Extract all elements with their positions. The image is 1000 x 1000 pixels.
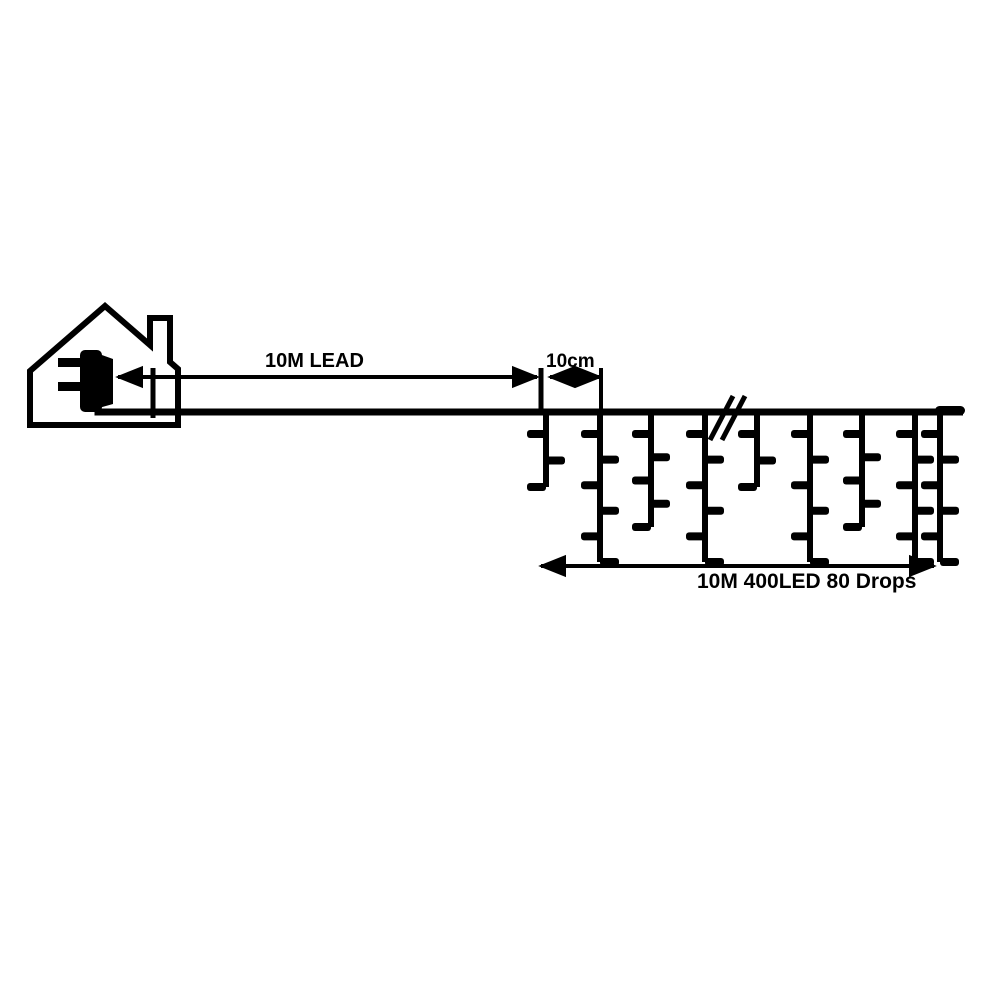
led-bulb xyxy=(810,506,829,515)
lead-dimension: 10M LEAD xyxy=(115,350,540,389)
led-bulb xyxy=(862,499,881,508)
led-bulb xyxy=(921,532,940,541)
led-bulb xyxy=(686,430,705,438)
led-bulb xyxy=(921,430,940,438)
drop-gap-dimension: 10cm xyxy=(546,351,603,389)
led-bulb xyxy=(862,453,881,462)
led-bulb xyxy=(940,455,959,464)
led-drops-group xyxy=(527,412,959,566)
led-bulb xyxy=(738,430,757,438)
led-bulb xyxy=(757,456,776,465)
led-drop xyxy=(686,412,724,566)
led-bulb xyxy=(600,506,619,515)
main-cable xyxy=(94,404,965,416)
led-bulb xyxy=(738,483,757,491)
led-bulb xyxy=(896,430,915,438)
span-dimension: 10M 400LED 80 Drops xyxy=(538,554,937,593)
led-bulb xyxy=(581,430,600,438)
wire-break-symbol xyxy=(707,394,748,442)
led-bulb xyxy=(915,455,934,464)
led-bulb xyxy=(791,481,810,490)
led-bulb xyxy=(921,481,940,490)
led-bulb xyxy=(915,506,934,515)
led-bulb xyxy=(632,523,651,531)
led-drop xyxy=(738,412,776,491)
led-bulb xyxy=(810,455,829,464)
led-bulb xyxy=(843,430,862,438)
led-bulb xyxy=(705,506,724,515)
led-bulb xyxy=(843,523,862,531)
led-drop xyxy=(843,412,881,531)
house-outline-icon xyxy=(27,302,181,428)
lead-dimension-label: 10M LEAD xyxy=(265,350,364,372)
span-dimension-label: 10M 400LED 80 Drops xyxy=(697,570,916,593)
led-bulb xyxy=(843,476,862,485)
led-drop xyxy=(921,412,959,566)
led-bulb xyxy=(686,532,705,541)
led-drop xyxy=(527,412,565,491)
led-bulb xyxy=(940,506,959,515)
mains-plug-icon xyxy=(58,350,113,412)
led-bulb xyxy=(581,481,600,490)
led-bulb xyxy=(632,476,651,485)
led-drop xyxy=(791,412,829,566)
led-bulb xyxy=(791,532,810,541)
led-bulb xyxy=(896,481,915,490)
led-bulb xyxy=(791,430,810,438)
led-bulb xyxy=(600,455,619,464)
led-bulb xyxy=(686,481,705,490)
led-drop xyxy=(581,412,619,566)
drop-gap-dimension-label: 10cm xyxy=(546,351,595,372)
led-bulb xyxy=(651,453,670,462)
led-bulb xyxy=(527,483,546,491)
led-drop xyxy=(632,412,670,531)
led-bulb xyxy=(940,558,959,566)
led-bulb xyxy=(896,532,915,541)
led-bulb xyxy=(632,430,651,438)
led-bulb xyxy=(527,430,546,438)
led-bulb xyxy=(651,499,670,508)
led-bulb xyxy=(581,532,600,541)
led-bulb xyxy=(705,455,724,464)
led-bulb xyxy=(546,456,565,465)
